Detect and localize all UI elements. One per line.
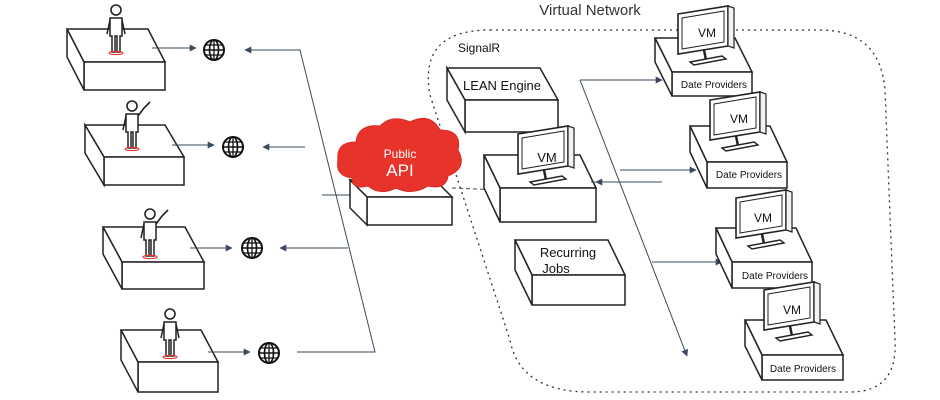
- provider-vm-label: VM: [783, 303, 801, 317]
- lean-engine-label: LEAN Engine: [463, 78, 541, 93]
- recurring-jobs-box: [513, 239, 627, 306]
- recurring-jobs-label-line1: Recurring: [540, 245, 596, 260]
- provider-label: Date Providers: [770, 364, 836, 375]
- public-api-label-line1: Public: [384, 147, 417, 161]
- signalr-label: SignalR: [458, 41, 500, 55]
- virtual-network-title: Virtual Network: [539, 2, 641, 19]
- globe-icon: [241, 237, 263, 259]
- provider-label: Date Providers: [742, 271, 808, 282]
- provider-label: Date Providers: [716, 170, 782, 181]
- public-api-label-line2: API: [386, 161, 413, 180]
- provider-vm-label: VM: [698, 26, 716, 40]
- central-vm-label: VM: [537, 150, 557, 165]
- user-platform-1: [65, 28, 167, 91]
- globe-icon: [258, 342, 280, 364]
- provider-vm-label: VM: [754, 211, 772, 225]
- public-api-cloud: [337, 117, 462, 192]
- recurring-jobs-label-line2: Jobs: [542, 261, 570, 276]
- api-to-vm-dashed-arrow: [451, 186, 501, 194]
- globe-icon: [203, 39, 225, 61]
- lean-engine-box: [445, 65, 560, 135]
- vm-provider-lines: [579, 76, 723, 357]
- provider-vm-label: VM: [730, 112, 748, 126]
- globe-icon: [222, 136, 244, 158]
- provider-label: Date Providers: [681, 80, 747, 91]
